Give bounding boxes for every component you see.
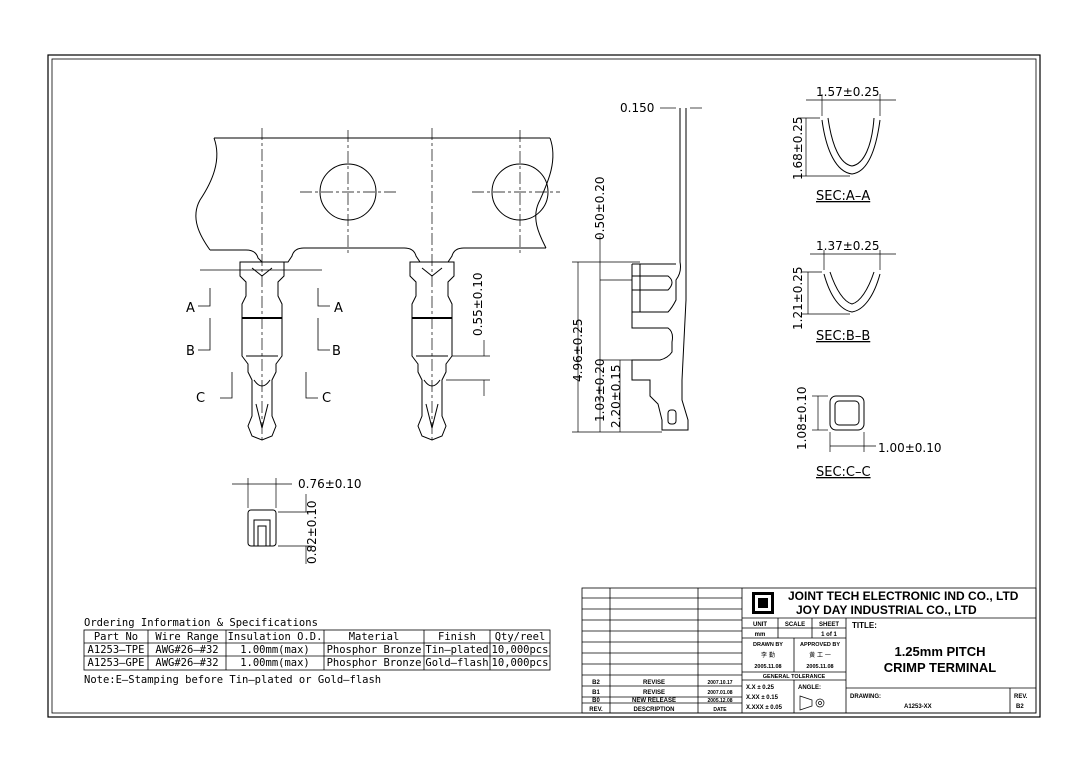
table-cell: Phosphor Bronze xyxy=(327,657,422,669)
end-view xyxy=(232,478,312,564)
dim-055: 0.55±0.10 xyxy=(471,273,485,337)
table-cell: 1.00mm(max) xyxy=(240,644,310,656)
sec-a-width: 1.57±0.25 xyxy=(816,85,880,99)
sec-c-width: 1.00±0.10 xyxy=(878,441,942,455)
sec-b-height: 1.21±0.25 xyxy=(791,267,805,331)
general-tolerance-label: GENERAL TOLERANCE xyxy=(763,674,826,680)
sec-a-label: SEC:A–A xyxy=(816,189,870,204)
ordering-title: Ordering Information & Specifications xyxy=(84,617,318,629)
header-material: Material xyxy=(349,631,400,643)
rev-row-date: 2005.12.08 xyxy=(707,698,732,704)
sheet-value: 1 of 1 xyxy=(821,632,837,638)
approved-by-name: 黄 工 一 xyxy=(809,651,831,659)
header-insulation: Insulation O.D. xyxy=(228,631,323,643)
unit-value: mm xyxy=(755,632,766,638)
table-cell: Tin–plated xyxy=(425,644,488,656)
rev-row-desc: REVISE xyxy=(643,680,665,686)
table-cell: Phosphor Bronze xyxy=(327,644,422,656)
rev-row-desc: NEW RELEASE xyxy=(632,698,676,704)
inner-border xyxy=(51,58,1037,714)
dim-0150: 0.150 xyxy=(620,101,654,115)
table-cell: 1.00mm(max) xyxy=(240,657,310,669)
dim-220: 2.20±0.15 xyxy=(609,365,623,429)
header-wire-range: Wire Range xyxy=(155,631,218,643)
company-name-1: JOINT TECH ELECTRONIC IND CO., LTD xyxy=(788,589,1019,603)
drawing-no-label: DRAWING: xyxy=(850,694,881,700)
approved-by-label: APPROVED BY xyxy=(800,642,840,648)
section-b-view xyxy=(802,250,896,315)
rev-row-desc: DESCRIPTION xyxy=(633,707,674,713)
rev-row-rev: REV. xyxy=(589,707,603,713)
rev-row-date: DATE xyxy=(713,707,727,713)
table-cell: Gold–flash xyxy=(425,657,488,669)
header-part-no: Part No xyxy=(94,631,138,643)
section-a-view xyxy=(800,94,896,177)
dim-496: 4.96±0.25 xyxy=(571,319,585,383)
sec-b-width: 1.37±0.25 xyxy=(816,239,880,253)
cut-label-b-left: B xyxy=(186,344,195,359)
table-cell: 10,000pcs xyxy=(492,644,549,656)
dim-076: 0.76±0.10 xyxy=(298,477,362,491)
rev-value: B2 xyxy=(1016,704,1024,710)
table-cell: A1253–GPE xyxy=(88,657,145,669)
cut-label-c-left: C xyxy=(196,391,205,406)
outer-border xyxy=(47,54,1041,718)
drawn-by-label: DRAWN BY xyxy=(753,642,783,648)
company-logo xyxy=(752,592,774,614)
drawing-title-2: CRIMP TERMINAL xyxy=(884,660,996,675)
unit-label: UNIT xyxy=(753,622,767,628)
rev-label: REV. xyxy=(1014,694,1028,700)
company-name-2: JOY DAY INDUSTRIAL CO., LTD xyxy=(796,603,977,617)
drawing-no: A1253-XX xyxy=(904,704,932,710)
table-cell: 10,000pcs xyxy=(492,657,549,669)
rev-row-desc: REVISE xyxy=(643,690,665,696)
drawing-title-1: 1.25mm PITCH xyxy=(894,644,985,659)
cut-label-a-left: A xyxy=(186,301,195,316)
cut-label-c-right: C xyxy=(322,391,331,406)
rev-row-rev: B1 xyxy=(592,690,600,696)
ordering-table xyxy=(83,629,551,671)
cut-label-b-right: B xyxy=(332,344,341,359)
approved-date: 2005.11.08 xyxy=(806,664,833,670)
rev-row-date: 2007.01.08 xyxy=(707,690,732,696)
rev-row-date: 2007.10.17 xyxy=(707,680,732,686)
dim-103: 1.03±0.20 xyxy=(593,359,607,423)
sec-b-label: SEC:B–B xyxy=(816,329,870,344)
header-finish: Finish xyxy=(438,631,476,643)
dim-082: 0.82±0.10 xyxy=(305,501,319,565)
table-cell: AWG#26–#32 xyxy=(155,657,218,669)
angle-label: ANGLE: xyxy=(798,685,821,691)
sheet-label: SHEET xyxy=(819,622,839,628)
dim-050: 0.50±0.20 xyxy=(593,177,607,241)
sec-a-height: 1.68±0.25 xyxy=(791,117,805,181)
section-c-view xyxy=(812,395,876,452)
scale-label: SCALE xyxy=(785,622,805,628)
projection-symbol-icon xyxy=(799,695,825,711)
table-cell: AWG#26–#32 xyxy=(155,644,218,656)
carrier-strip-view xyxy=(195,128,560,441)
rev-row-rev: B0 xyxy=(592,698,600,704)
drawn-by-name: 李 勤 xyxy=(761,651,775,659)
table-cell: A1253–TPE xyxy=(88,644,145,656)
header-qty: Qty/reel xyxy=(495,631,546,643)
sec-c-label: SEC:C–C xyxy=(816,465,871,480)
rev-row-rev: B2 xyxy=(592,680,600,686)
tolerance-1: X.X ± 0.25 xyxy=(746,685,775,691)
tolerance-3: X.XXX ± 0.05 xyxy=(746,705,783,711)
side-view xyxy=(572,107,702,433)
ordering-note: Note:E–Stamping before Tin–plated or Gol… xyxy=(84,674,381,686)
tolerance-2: X.XX ± 0.15 xyxy=(746,695,779,701)
cut-label-a-right: A xyxy=(334,301,343,316)
title-block xyxy=(581,587,1037,714)
sec-c-height: 1.08±0.10 xyxy=(795,387,809,451)
title-label: TITLE: xyxy=(852,621,877,630)
drawn-date: 2005.11.08 xyxy=(754,664,781,670)
